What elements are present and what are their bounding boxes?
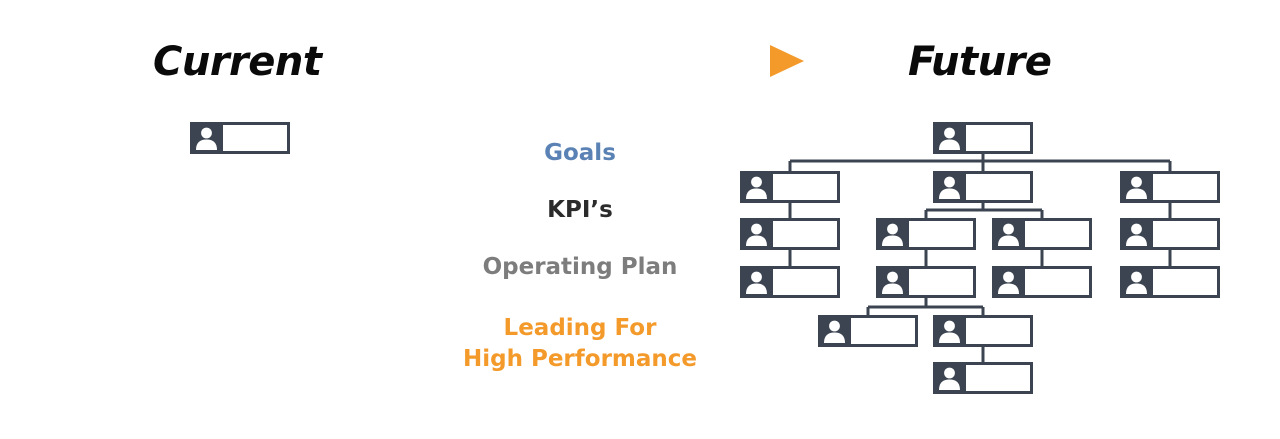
leading-label-line1: Leading For xyxy=(503,315,657,341)
person-icon xyxy=(1126,176,1147,199)
position-card xyxy=(190,122,290,154)
person-icon xyxy=(746,176,767,199)
position-card xyxy=(933,362,1033,394)
operating-plan-label: Operating Plan xyxy=(482,254,678,280)
position-card xyxy=(740,171,840,203)
position-card xyxy=(933,171,1033,203)
arrow-head xyxy=(770,45,804,77)
position-card xyxy=(933,122,1033,154)
person-icon xyxy=(882,271,903,294)
person-icon xyxy=(882,223,903,246)
goals-label: Goals xyxy=(544,140,616,166)
position-card xyxy=(992,266,1092,298)
position-card xyxy=(1120,171,1220,203)
person-icon xyxy=(746,223,767,246)
person-icon xyxy=(939,320,960,343)
person-icon xyxy=(824,320,845,343)
leading-performance-label: Leading For High Performance xyxy=(420,313,740,375)
position-card xyxy=(1120,218,1220,250)
person-icon xyxy=(998,271,1019,294)
person-icon xyxy=(1126,223,1147,246)
transition-arrow xyxy=(408,45,804,77)
current-heading: Current xyxy=(153,39,322,85)
position-card xyxy=(818,315,918,347)
person-icon xyxy=(746,271,767,294)
position-card xyxy=(933,315,1033,347)
person-icon xyxy=(1126,271,1147,294)
person-icon xyxy=(939,176,960,199)
position-card xyxy=(740,266,840,298)
person-icon xyxy=(196,127,217,150)
position-card xyxy=(876,218,976,250)
person-icon xyxy=(939,367,960,390)
leading-label-line2: High Performance xyxy=(462,346,698,373)
person-icon xyxy=(998,223,1019,246)
position-card xyxy=(876,266,976,298)
position-card xyxy=(740,218,840,250)
kpis-label: KPI’s xyxy=(547,197,613,223)
future-heading: Future xyxy=(908,39,1052,85)
position-card xyxy=(1120,266,1220,298)
position-card xyxy=(992,218,1092,250)
person-icon xyxy=(939,127,960,150)
